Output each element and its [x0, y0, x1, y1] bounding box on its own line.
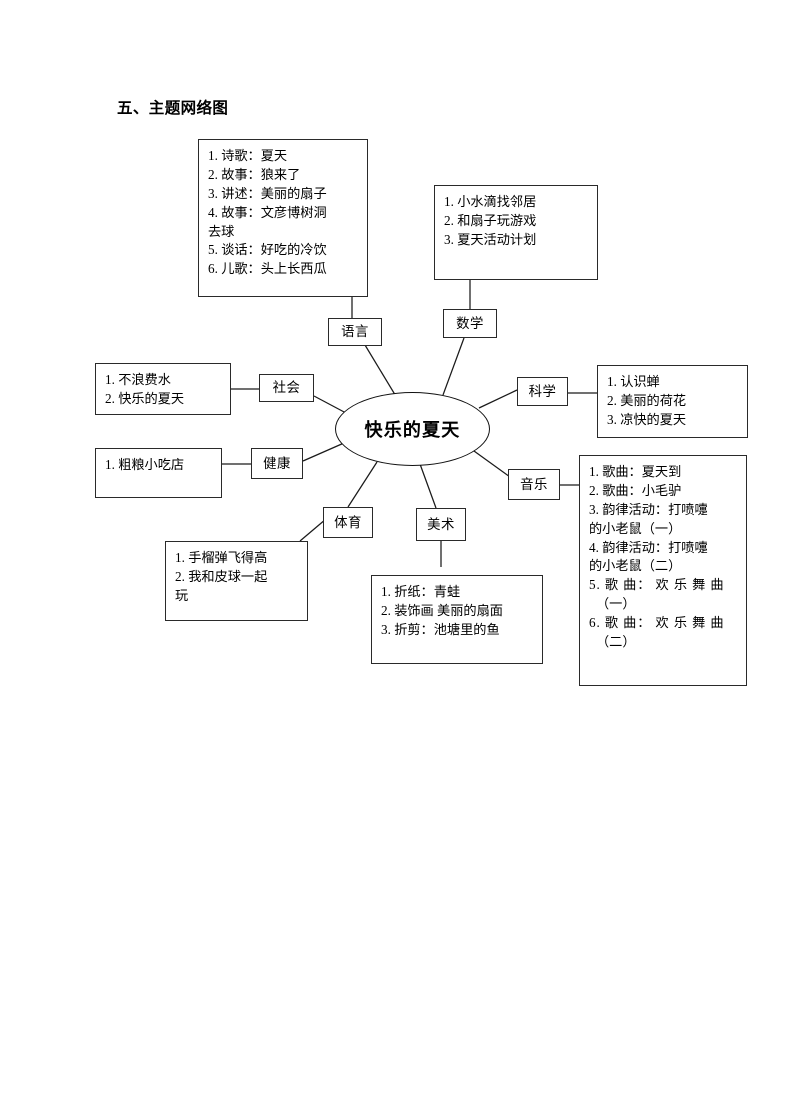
detail-text-language: 1. 诗歌：夏天 2. 故事：狼来了 3. 讲述：美丽的扇子 4. 故事：文彦博… [208, 148, 327, 277]
center-topic-label: 快乐的夏天 [364, 420, 461, 440]
category-box-sports[interactable]: 体育 [323, 507, 373, 538]
connector-health-center [302, 442, 345, 462]
detail-box-music: 1. 歌曲：夏天到 2. 歌曲：小毛驴 3. 韵律活动：打喷嚏 的小老鼠（一） … [579, 455, 747, 686]
detail-text-music-5-cont: （一） [596, 596, 636, 612]
detail-box-sports: 1. 手榴弹飞得高 2. 我和皮球一起 玩 [165, 541, 308, 621]
category-label-health: 健康 [263, 455, 291, 471]
category-box-music[interactable]: 音乐 [508, 469, 560, 500]
category-label-science: 科学 [528, 383, 557, 399]
detail-box-society: 1. 不浪费水 2. 快乐的夏天 [95, 363, 231, 415]
category-label-math: 数学 [456, 315, 484, 331]
connector-society-center [313, 395, 347, 414]
category-label-sports: 体育 [334, 514, 362, 530]
connector-math-center [442, 337, 465, 396]
detail-text-music-2: 2. 歌曲：小毛驴 [589, 482, 682, 498]
category-box-math[interactable]: 数学 [443, 309, 497, 338]
detail-box-science: 1. 认识蝉 2. 美丽的荷花 3. 凉快的夏天 [597, 365, 748, 438]
detail-box-health: 1. 粗粮小吃店 [95, 448, 222, 498]
category-box-art[interactable]: 美术 [416, 508, 466, 541]
connector-sports-center [347, 461, 378, 508]
detail-text-music-3-cont: 的小老鼠（一） [589, 520, 682, 536]
detail-text-music-5: 5. 歌 曲： 欢 乐 舞 曲 [589, 577, 725, 593]
detail-text-music-4-cont: 的小老鼠（二） [589, 558, 682, 574]
center-topic-node[interactable]: 快乐的夏天 [335, 392, 490, 466]
category-label-music: 音乐 [520, 476, 548, 492]
detail-text-music-4: 4. 韵律活动：打喷嚏 [589, 539, 708, 555]
connector-art-center [419, 463, 437, 509]
detail-text-math: 1. 小水滴找邻居 2. 和扇子玩游戏 3. 夏天活动计划 [444, 194, 537, 247]
detail-text-music-3: 3. 韵律活动：打喷嚏 [589, 501, 708, 517]
detail-text-music-1: 1. 歌曲：夏天到 [589, 464, 682, 479]
detail-text-health: 1. 粗粮小吃店 [105, 457, 185, 472]
page-title: 五、主题网络图 [117, 100, 229, 117]
detail-text-science: 1. 认识蝉 2. 美丽的荷花 3. 凉快的夏天 [607, 374, 687, 427]
category-label-language: 语言 [341, 324, 369, 340]
connector-music-center [473, 450, 511, 478]
category-label-art: 美术 [427, 516, 455, 532]
category-box-society[interactable]: 社会 [259, 374, 314, 402]
detail-text-art: 1. 折纸：青蛙 2. 装饰画 美丽的扇面 3. 折剪：池塘里的鱼 [381, 584, 503, 637]
detail-text-music-6-cont: （二） [596, 633, 636, 649]
detail-text-music-6: 6. 歌 曲： 欢 乐 舞 曲 [589, 615, 725, 630]
connector-language-center [364, 344, 398, 399]
category-label-society: 社会 [272, 380, 301, 396]
category-box-health[interactable]: 健康 [251, 448, 303, 479]
detail-text-sports: 1. 手榴弹飞得高 2. 我和皮球一起 玩 [175, 550, 268, 603]
detail-box-language: 1. 诗歌：夏天 2. 故事：狼来了 3. 讲述：美丽的扇子 4. 故事：文彦博… [198, 139, 368, 297]
detail-text-society: 1. 不浪费水 2. 快乐的夏天 [105, 372, 185, 406]
category-box-language[interactable]: 语言 [328, 318, 382, 346]
connector-science-center [478, 389, 518, 409]
detail-box-math: 1. 小水滴找邻居 2. 和扇子玩游戏 3. 夏天活动计划 [434, 185, 598, 280]
category-box-science[interactable]: 科学 [517, 377, 568, 406]
detail-box-art: 1. 折纸：青蛙 2. 装饰画 美丽的扇面 3. 折剪：池塘里的鱼 [371, 575, 543, 664]
